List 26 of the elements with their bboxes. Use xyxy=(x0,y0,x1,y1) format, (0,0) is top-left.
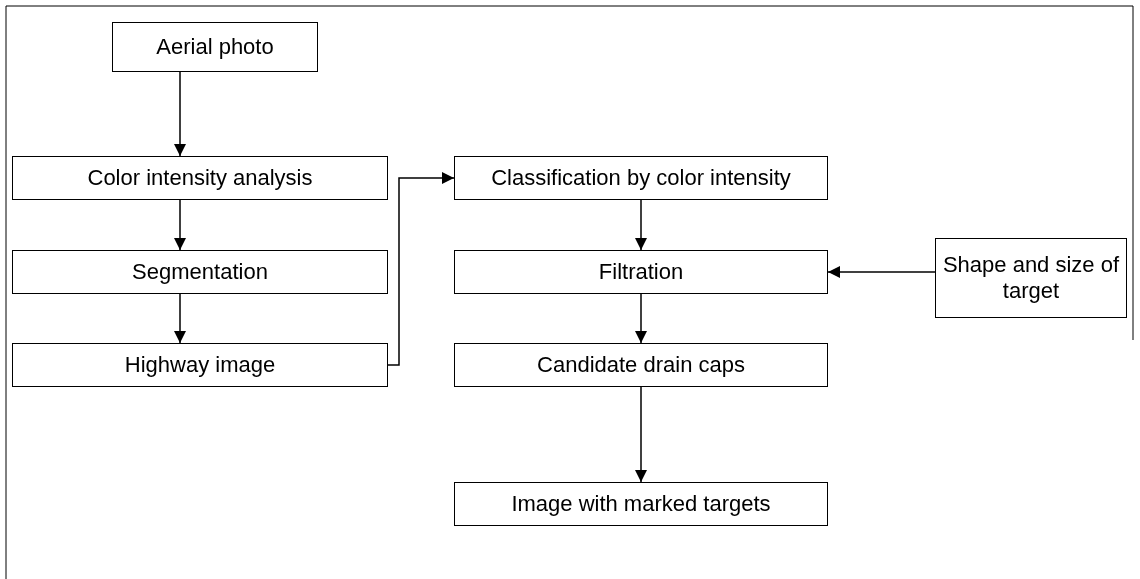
process-box xyxy=(12,250,388,294)
process-box xyxy=(12,343,388,387)
box-label: Filtration xyxy=(598,258,684,286)
arrow xyxy=(174,71,186,157)
box-label: Shape and size of target xyxy=(941,251,1121,305)
process-box xyxy=(454,343,828,387)
box-label: Segmentation xyxy=(132,258,268,286)
arrow xyxy=(635,199,647,251)
process-box xyxy=(112,22,318,72)
process-box xyxy=(454,482,828,526)
process-box xyxy=(12,156,388,200)
box-label: Aerial photo xyxy=(156,33,274,61)
box-label: Highway image xyxy=(124,351,276,379)
box-label: Candidate drain caps xyxy=(537,351,745,379)
process-box xyxy=(454,250,828,294)
arrow xyxy=(174,293,186,344)
box-label: Image with marked targets xyxy=(511,490,771,518)
process-box xyxy=(935,238,1127,318)
process-box xyxy=(454,156,828,200)
arrow xyxy=(635,293,647,344)
arrow xyxy=(635,386,647,483)
arrow xyxy=(387,172,455,366)
arrow xyxy=(827,266,936,278)
arrow xyxy=(174,199,186,251)
box-label: Color intensity analysis xyxy=(87,164,313,192)
box-label: Classification by color intensity xyxy=(491,164,791,192)
